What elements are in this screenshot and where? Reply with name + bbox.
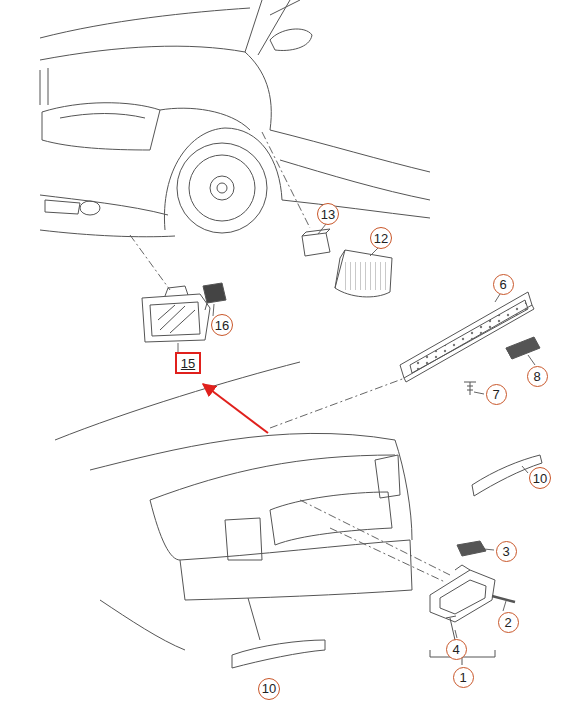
callout-number: 12 bbox=[370, 227, 392, 249]
callout-number: 13 bbox=[317, 203, 339, 225]
leader-lines bbox=[130, 132, 450, 582]
callout-number: 8 bbox=[527, 366, 548, 387]
callout-text: 10 bbox=[533, 472, 547, 485]
callout-number: 1 bbox=[453, 667, 474, 688]
callout-number: 10 bbox=[529, 467, 551, 489]
callout-text: 16 bbox=[215, 319, 229, 332]
fog-light bbox=[142, 283, 226, 342]
light-strip bbox=[400, 292, 540, 395]
reflectors bbox=[232, 455, 542, 668]
callout-text: 7 bbox=[492, 388, 499, 401]
front-car bbox=[40, 0, 430, 237]
callout-number: 7 bbox=[486, 384, 507, 405]
callout-text: 8 bbox=[533, 370, 540, 383]
callout-text: 6 bbox=[499, 278, 506, 291]
side-marker bbox=[302, 229, 392, 297]
callout-number: 4 bbox=[446, 639, 467, 660]
highlight-arrow bbox=[203, 384, 268, 433]
callout-number: 3 bbox=[496, 541, 517, 562]
callout-text: 4 bbox=[452, 643, 459, 656]
rear-car bbox=[55, 362, 412, 650]
callout-text: 2 bbox=[504, 616, 511, 629]
callout-text: 1 bbox=[459, 671, 466, 684]
callout-number: 16 bbox=[211, 314, 233, 336]
callout-text: 12 bbox=[374, 232, 388, 245]
callout-number: 10 bbox=[258, 678, 280, 700]
callout-text: 10 bbox=[262, 682, 276, 695]
callout-text: 15 bbox=[181, 357, 195, 370]
callout-text: 3 bbox=[502, 545, 509, 558]
callout-number: 6 bbox=[493, 274, 514, 295]
callout-text: 13 bbox=[321, 208, 335, 221]
callout-leaders bbox=[178, 224, 535, 638]
callout-number: 2 bbox=[498, 612, 519, 633]
highlighted-callout: 15 bbox=[175, 352, 201, 374]
